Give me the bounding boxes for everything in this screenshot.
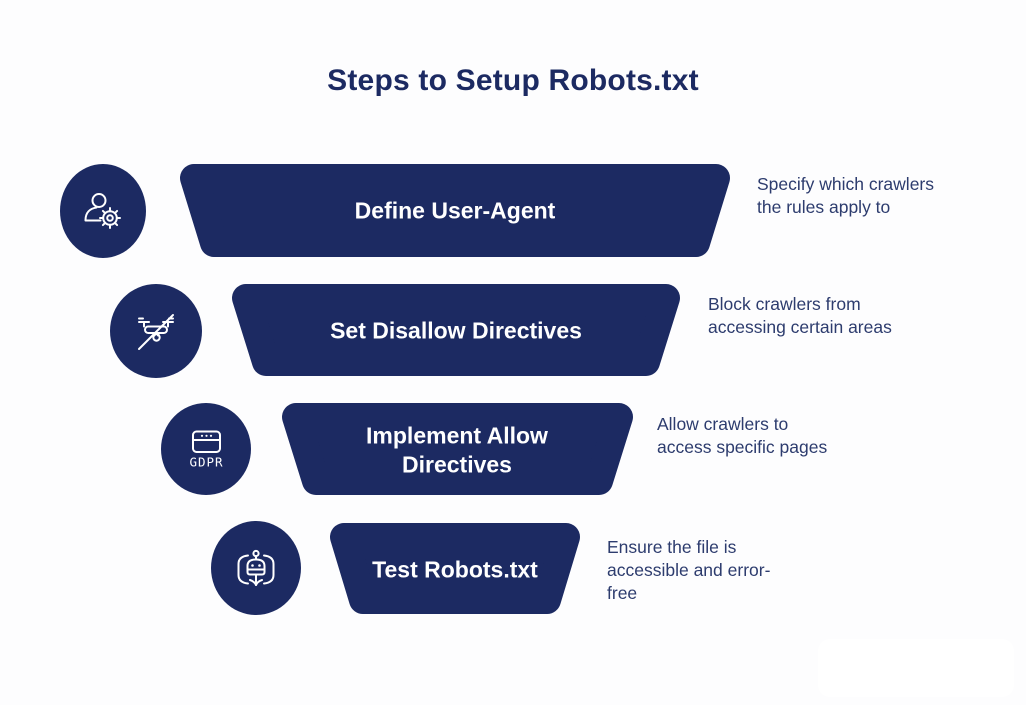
user-gear-icon (60, 164, 146, 258)
funnel-segment-4 (330, 523, 580, 614)
robot-book-icon (211, 521, 301, 615)
step-description-4: Ensure the file is accessible and error-… (607, 537, 771, 604)
funnel-segment-3 (282, 403, 633, 495)
step-label-set-disallow-directives: Set Disallow Directives (330, 317, 582, 344)
gdpr-icon-label: GDPR (189, 455, 223, 470)
gdpr-browser-icon: GDPR (161, 403, 251, 495)
step-label-define-user-agent: Define User-Agent (354, 197, 556, 224)
step-label-implement-allow-directives: Implement Allow Directives (366, 422, 548, 477)
step-label-test-robots-txt: Test Robots.txt (372, 556, 538, 583)
page-title: Steps to Setup Robots.txt (327, 64, 699, 97)
step-description-2: Block crawlers from accessing certain ar… (708, 294, 892, 338)
watermark (818, 639, 1014, 697)
no-drone-icon (110, 284, 202, 378)
step-description-3: Allow crawlers to access specific pages (657, 414, 828, 458)
step-description-1: Specify which crawlers the rules apply t… (757, 174, 934, 218)
funnel-segment-2 (232, 284, 680, 376)
funnel-segment-1 (180, 164, 730, 257)
